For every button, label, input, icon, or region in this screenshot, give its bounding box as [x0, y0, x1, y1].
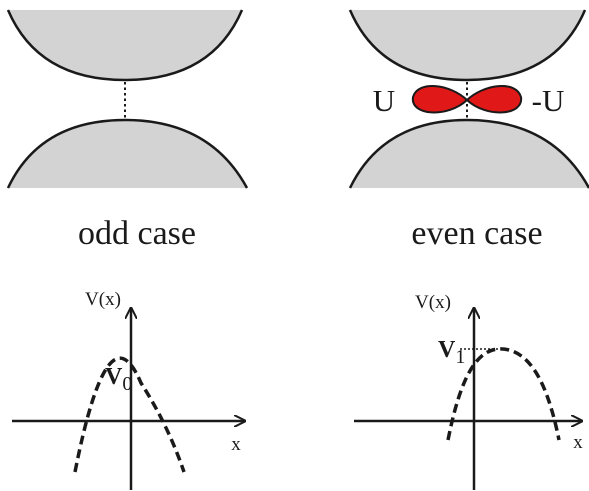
even-left-label: U — [373, 83, 395, 118]
odd-bottom-electrode-edge — [6, 118, 249, 189]
even-top-electrode — [350, 10, 585, 80]
even-peak-label: V1 — [438, 337, 465, 368]
odd-caption: odd case — [78, 215, 196, 252]
odd-peak-symbol: V — [105, 364, 123, 390]
even-x-axis-label: x — [573, 432, 583, 453]
even-caption: even case — [411, 215, 542, 252]
odd-peak-label: V0 — [105, 364, 132, 395]
even-right-lobe — [465, 84, 523, 114]
odd-potential-curve — [73, 356, 186, 473]
even-top-electrode-edge — [348, 9, 587, 82]
even-potential-plot: V(x) x V1 — [354, 292, 583, 490]
even-peak-symbol: V — [438, 337, 456, 363]
odd-top-electrode-edge — [6, 9, 244, 82]
even-peak-subscript: 1 — [455, 346, 465, 368]
even-potential-curve — [446, 347, 561, 441]
odd-x-axis-label: x — [231, 434, 241, 455]
odd-peak-subscript: 0 — [122, 373, 132, 395]
odd-potential-plot: V(x) x V0 — [12, 289, 245, 490]
odd-bottom-electrode — [8, 120, 247, 188]
even-y-axis-label: V(x) — [415, 292, 451, 313]
even-bottom-electrode — [350, 120, 589, 188]
even-right-label: -U — [532, 83, 565, 118]
odd-top-electrode — [8, 10, 242, 80]
odd-panel: odd case — [6, 9, 249, 252]
even-bottom-electrode-edge — [348, 118, 589, 189]
even-panel: U -U even case — [348, 9, 589, 252]
odd-y-axis-label: V(x) — [85, 289, 121, 310]
even-left-lobe — [411, 84, 469, 114]
